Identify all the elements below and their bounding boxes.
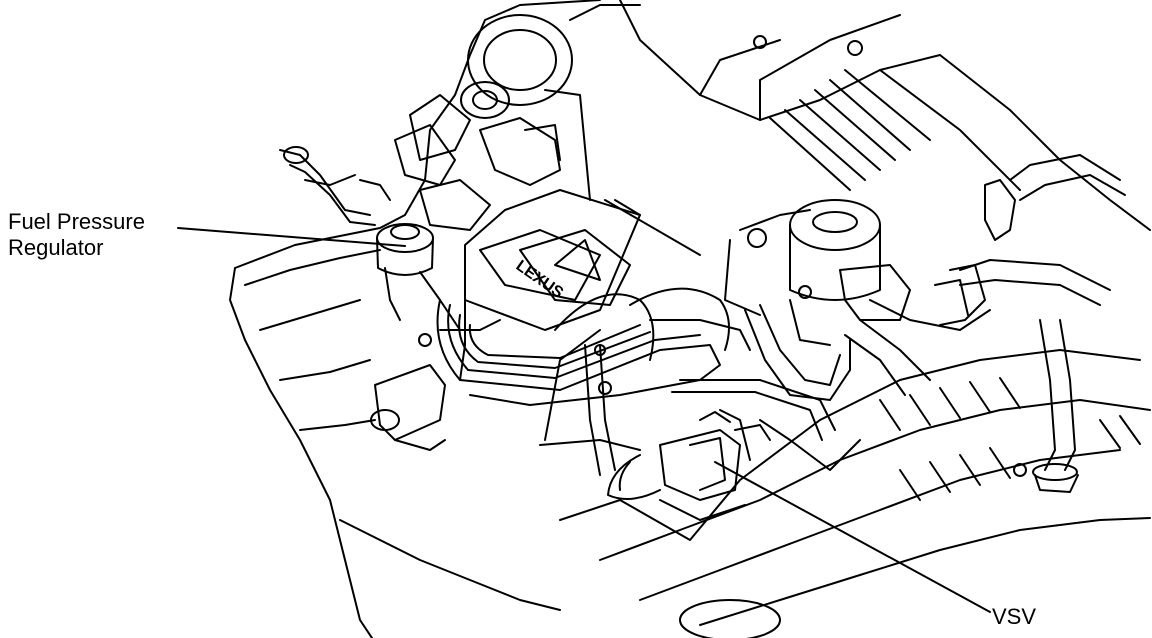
- left-sensor: [370, 319, 501, 451]
- throttle-body: [394, 4, 641, 231]
- right-hoses: [869, 154, 1126, 493]
- fuel-pressure-regulator: [376, 223, 461, 331]
- fuel-pressure-regulator-label: Fuel Pressure Regulator: [8, 209, 145, 261]
- vsv-label: VSV: [992, 604, 1037, 629]
- fuel-pressure-regulator-label-line1: Fuel Pressure: [8, 209, 145, 234]
- vsv-leader-line: [714, 461, 991, 613]
- fuel-pressure-regulator-label-line2: Regulator: [8, 235, 104, 260]
- lexus-logo-text: LEXUS: [513, 257, 567, 302]
- hose-bundle: [436, 299, 836, 476]
- left-hoses: [279, 146, 391, 226]
- vsv-valve: [607, 409, 771, 521]
- rear-valve-cover: [619, 0, 1151, 231]
- valve-hose: [744, 304, 931, 471]
- lower-manifold: [559, 349, 1151, 638]
- fuel-pressure-regulator-leader-line: [177, 227, 406, 247]
- idle-air-control-valve: [724, 199, 911, 346]
- engine-body: [229, 0, 641, 638]
- intake-runners: [544, 287, 730, 441]
- front-valve-cover: [459, 189, 701, 381]
